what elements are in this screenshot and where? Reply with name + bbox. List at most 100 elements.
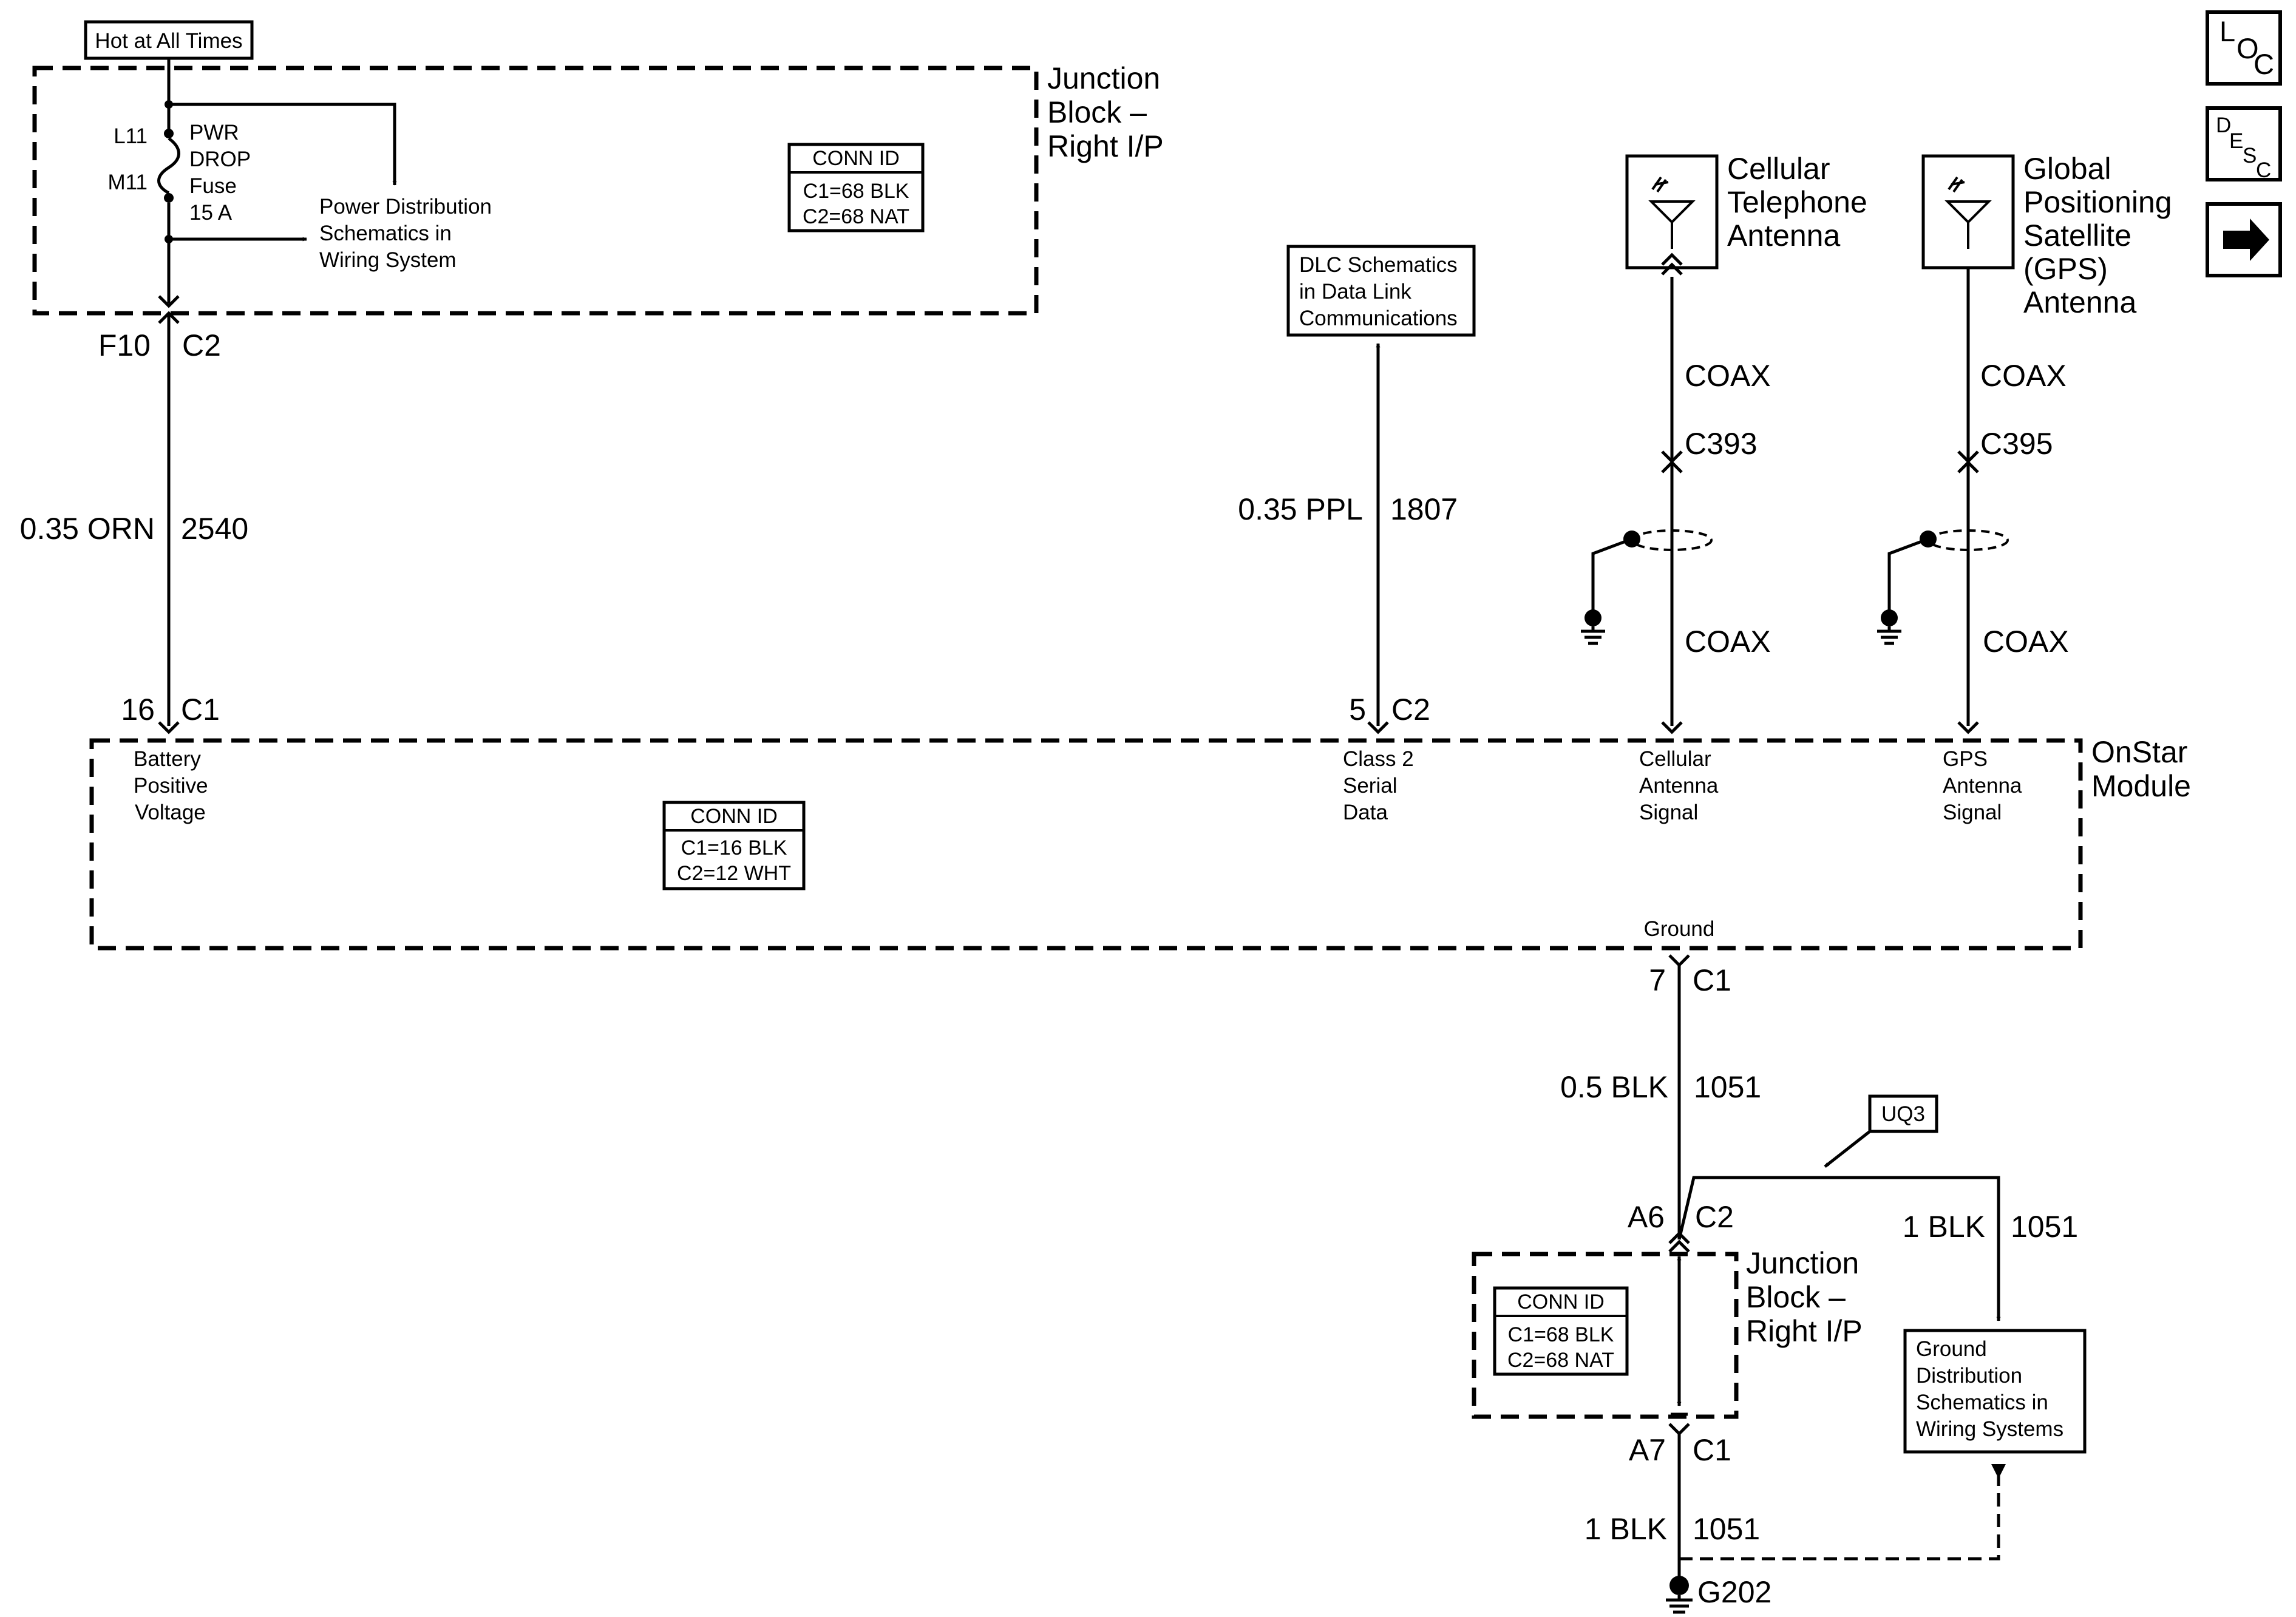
gps-antenna-circuit: Global Positioning Satellite (GPS) Anten… <box>1877 152 2172 734</box>
connector-symbol <box>158 295 180 308</box>
connector-id: C2 <box>182 328 221 362</box>
ground-ref-text: Wiring Systems <box>1916 1417 2063 1441</box>
wire-circuit: 1051 <box>2011 1210 2078 1244</box>
onstar-module-title: Module <box>2091 769 2191 803</box>
junction-block-bottom-title: Junction <box>1746 1246 1859 1280</box>
conn-id-junction-bottom: CONN ID C1=68 BLK C2=68 NAT <box>1493 1286 1629 1376</box>
antenna-icon <box>1648 176 1696 249</box>
junction-block-bottom-outline <box>1472 1252 1739 1419</box>
onstar-module-outline <box>89 738 2083 951</box>
connector-symbol <box>158 721 180 734</box>
ground-distribution-ref: Ground Distribution Schematics in Wiring… <box>1903 1329 2087 1454</box>
gps-antenna-title: (GPS) <box>2023 252 2108 286</box>
onstar-module-title: OnStar <box>2091 735 2187 769</box>
connector-symbol <box>1367 721 1389 734</box>
fuse-label: Fuse <box>189 174 237 198</box>
terminal-label-gps: GPS <box>1943 747 1988 771</box>
gps-antenna-title: Positioning <box>2023 185 2172 219</box>
ground-ref-dashed-wire <box>1679 1469 2000 1561</box>
connector-id: C395 <box>1980 427 2053 461</box>
terminal-label-battery: Positive <box>134 774 208 798</box>
conn-id-header: CONN ID <box>812 147 900 170</box>
dlc-ref-text: DLC Schematics <box>1299 253 1458 277</box>
shield-drain-wire <box>1591 537 1632 618</box>
power-dist-ref: Schematics in <box>319 222 452 245</box>
power-wire: F10 C2 0.35 ORN 2540 16 C1 <box>20 313 248 734</box>
loc-button[interactable]: L O C <box>2206 10 2282 86</box>
conn-id-junction-top: CONN ID C1=68 BLK C2=68 NAT <box>787 143 925 232</box>
junction-block-bottom-title: Block – <box>1746 1280 1846 1314</box>
connector-id: C2 <box>1391 693 1430 727</box>
gps-antenna-box <box>1921 154 2015 270</box>
terminal-label-cellular: Signal <box>1639 801 1698 824</box>
wire-gauge-color: 1 BLK <box>1903 1210 1985 1244</box>
fuse-symbol <box>157 137 180 195</box>
terminal-label-gps: Antenna <box>1943 774 2022 798</box>
power-dist-ref: Wiring System <box>319 248 457 272</box>
terminal-label-serial: Class 2 <box>1343 747 1414 771</box>
coax-label: COAX <box>1980 359 2067 393</box>
connector-id: C1 <box>1693 963 1731 997</box>
conn-id-line: C2=12 WHT <box>677 862 791 885</box>
ground-point <box>1669 1576 1689 1595</box>
connector-pin: 16 <box>121 693 155 727</box>
terminal-label-cellular: Cellular <box>1639 747 1711 771</box>
conn-id-header: CONN ID <box>1517 1290 1605 1314</box>
terminal-label-battery: Battery <box>134 747 201 771</box>
power-dist-arrow-top <box>169 103 397 186</box>
terminal-label-battery: Voltage <box>135 801 206 824</box>
desc-button[interactable]: D E S C <box>2206 106 2282 182</box>
junction-block-outline <box>32 66 1039 316</box>
desc-letter: D <box>2216 114 2231 137</box>
connector-pin: 7 <box>1649 963 1666 997</box>
cellular-antenna-circuit: Cellular Telephone Antenna COAX C393 COA… <box>1581 152 1867 734</box>
power-dist-ref: Power Distribution <box>319 195 492 219</box>
cellular-antenna-box <box>1625 154 1719 270</box>
fuse-label: DROP <box>189 147 251 171</box>
dlc-circuit: DLC Schematics in Data Link Communicatio… <box>1238 245 1476 734</box>
fuse-terminal-bottom <box>164 193 174 203</box>
wire-gauge-color: 0.35 ORN <box>20 512 155 546</box>
conn-id-line: C1=68 BLK <box>803 180 909 203</box>
terminal-label-cellular: Antenna <box>1639 774 1719 798</box>
connector-pin: A6 <box>1628 1200 1665 1234</box>
fuse-pin-bottom: M11 <box>108 171 148 194</box>
coax-label: COAX <box>1685 625 1771 659</box>
ground-wire: 7 C1 0.5 BLK 1051 UQ3 A6 C2 1 BLK 1051 A… <box>1560 954 2078 1614</box>
junction-block-title-2: Block – <box>1047 95 1147 129</box>
shield-drain-wire <box>1887 537 1929 618</box>
fuse-pin-top: L11 <box>114 124 148 148</box>
junction-block-title-3: Right I/P <box>1047 129 1164 163</box>
ground-icon <box>1877 626 1901 645</box>
dlc-ref-text: Communications <box>1299 307 1458 330</box>
desc-letter: C <box>2256 158 2271 182</box>
conn-id-line: C1=16 BLK <box>681 836 787 859</box>
cellular-antenna-title: Telephone <box>1727 185 1867 219</box>
ground-icon <box>1666 1595 1693 1614</box>
wire-circuit: 1807 <box>1390 492 1458 526</box>
connector-id: C1 <box>181 693 220 727</box>
ground-ref-text: Ground <box>1916 1337 1987 1361</box>
coax-label: COAX <box>1983 625 2069 659</box>
wire-gauge-color: 0.5 BLK <box>1560 1070 1668 1104</box>
connector-symbol <box>1661 721 1683 734</box>
wire-gauge-color: 1 BLK <box>1584 1512 1667 1546</box>
connector-pin: 5 <box>1349 693 1366 727</box>
branch-wire <box>1677 1176 2001 1321</box>
wire-circuit: 1051 <box>1694 1070 1761 1104</box>
desc-letter: S <box>2243 144 2257 168</box>
junction-block-bottom-title: Right I/P <box>1746 1314 1863 1348</box>
arrow-right-icon <box>2223 219 2269 261</box>
connector-symbol <box>1957 721 1979 734</box>
ground-ref-text: Schematics in <box>1916 1391 2048 1414</box>
connector-pin: A7 <box>1629 1433 1666 1467</box>
connector-symbol <box>1668 954 1690 968</box>
loc-letter: C <box>2254 48 2274 80</box>
fuse-terminal-top <box>164 129 174 138</box>
next-button[interactable] <box>2206 202 2282 277</box>
desc-letter: E <box>2229 129 2243 153</box>
dlc-ref-text: in Data Link <box>1299 280 1411 303</box>
connector-symbol <box>1957 460 1979 473</box>
ground-ref-text: Distribution <box>1916 1364 2022 1388</box>
